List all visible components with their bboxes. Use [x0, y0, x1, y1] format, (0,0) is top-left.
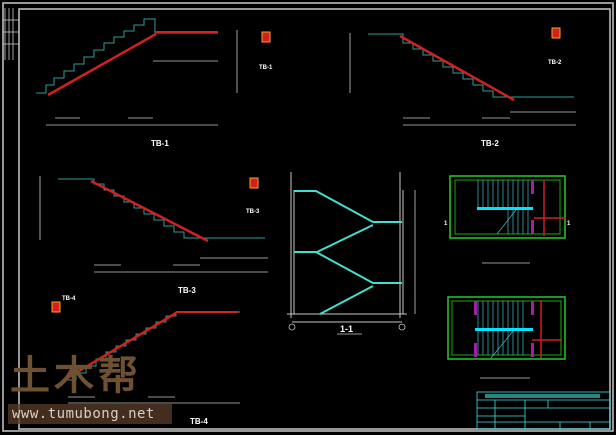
view-tb1: TB-1 TB-1	[36, 18, 273, 148]
view-section-1-1: 1-1	[287, 172, 416, 335]
title-block	[476, 391, 611, 430]
view-label-tb2: TB-2	[481, 139, 499, 148]
axis-mark-right: 1	[567, 221, 571, 227]
view-tb2: TB-2 TB-2	[349, 27, 576, 148]
view-label-section: 1-1	[340, 324, 353, 334]
view-tb4: TB-4 TB-4	[51, 296, 240, 426]
watermark-url: www.tumubong.net	[8, 404, 172, 424]
section-label-tb4: TB-4	[62, 296, 76, 302]
axis-mark-left: 1	[444, 221, 448, 227]
section-label-tb1: TB-1	[259, 65, 273, 71]
section-label-tb2: TB-2	[548, 60, 562, 66]
view-plan-lower	[447, 296, 566, 379]
view-label-tb3: TB-3	[178, 286, 196, 295]
view-label-tb1: TB-1	[151, 139, 169, 148]
view-label-tb4: TB-4	[190, 417, 208, 426]
section-label-tb3: TB-3	[246, 209, 260, 215]
view-plan-upper: 1 1	[444, 175, 571, 264]
view-tb3: TB-3 TB-3	[39, 176, 268, 295]
watermark-logo: 土木帮	[10, 353, 142, 399]
